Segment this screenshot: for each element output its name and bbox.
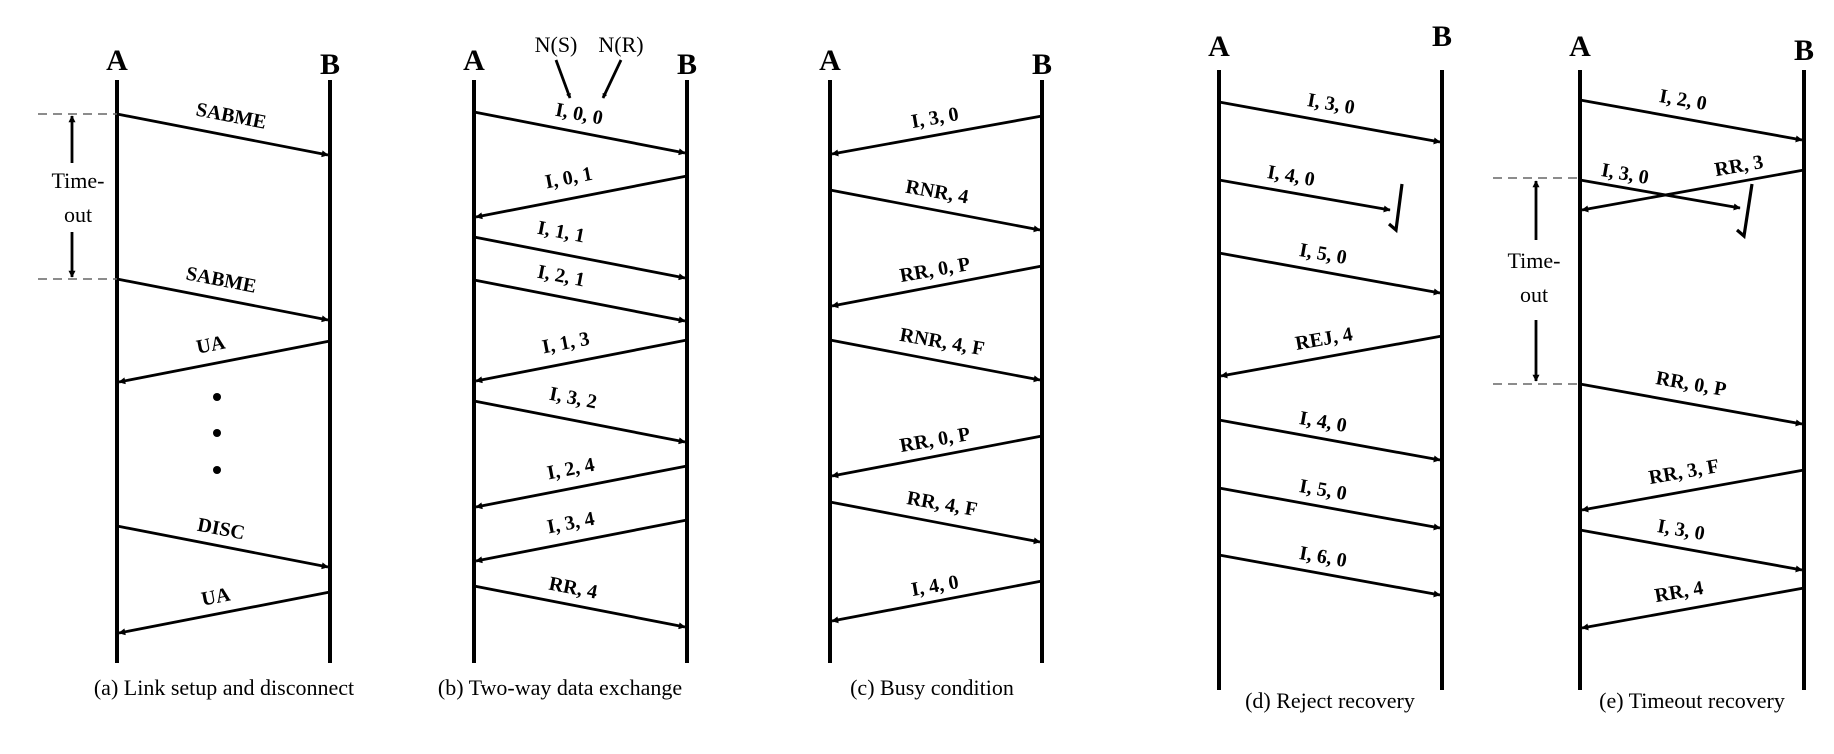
message-arrow (829, 500, 1041, 545)
message-label: DISC (196, 514, 247, 545)
message-arrow (475, 518, 688, 564)
message-arrow (829, 338, 1041, 383)
message-label: I, 5, 0 (1298, 475, 1349, 505)
message-label: I, 3, 0 (1306, 89, 1357, 119)
message-arrow (1218, 486, 1441, 531)
message-label: RR, 3 (1713, 151, 1765, 181)
message-label: I, 4, 0 (1298, 407, 1349, 437)
message-arrow (1579, 98, 1803, 143)
message-arrow (473, 278, 686, 324)
message-label: I, 1, 1 (536, 217, 587, 248)
message-label: UA (200, 583, 233, 610)
endpoint-b-label: B (320, 48, 340, 81)
message-arrow (1218, 553, 1441, 598)
message-arrow (829, 188, 1041, 233)
panel-caption: (c) Busy condition (850, 675, 1014, 700)
message-arrow (1218, 251, 1441, 296)
message-arrow (1579, 382, 1803, 427)
timeout-label-line1: Time- (52, 168, 105, 193)
endpoint-b-label: B (1032, 48, 1052, 81)
panel-b-two-way-exchange: A B N(S) N(R) I, 0, 0 I, 0, 1 I, 1, 1 I,… (438, 32, 697, 700)
message-arrow (473, 235, 686, 281)
message-arrow (475, 464, 688, 510)
lost-frame-mark (1735, 183, 1754, 240)
message-label: I, 0, 1 (543, 163, 594, 194)
message-arrow (116, 112, 329, 158)
panel-caption: (d) Reject recovery (1245, 688, 1415, 713)
message-label: RR, 4 (1653, 577, 1705, 607)
message-label: I, 6, 0 (1298, 542, 1349, 572)
panel-a-link-setup: A B Time- out SABME SABME UA DISC UA (a)… (38, 44, 354, 700)
message-arrow (831, 434, 1043, 479)
timeout-label-line2: out (1520, 282, 1548, 307)
panel-caption: (e) Timeout recovery (1599, 688, 1785, 713)
message-label: REJ, 4 (1294, 323, 1355, 355)
message-label: I, 2, 1 (536, 261, 587, 292)
endpoint-a-label: A (106, 44, 128, 77)
message-arrow (473, 399, 686, 445)
message-arrow (1581, 586, 1805, 631)
message-label: I, 3, 4 (545, 508, 596, 539)
message-arrow (1579, 178, 1741, 211)
panel-caption: (a) Link setup and disconnect (94, 675, 354, 700)
message-arrow (473, 584, 686, 630)
message-label: RR, 0, P (1654, 367, 1728, 401)
message-arrow (1579, 528, 1803, 573)
message-label: I, 5, 0 (1298, 239, 1349, 269)
ns-pointer-arrow (554, 59, 572, 99)
ellipsis-dot (213, 429, 221, 437)
endpoint-b-label: B (677, 48, 697, 81)
message-label: SABME (184, 263, 258, 298)
message-arrow (116, 277, 329, 323)
message-arrow (116, 524, 329, 570)
message-label: RR, 3, F (1647, 455, 1721, 489)
endpoint-b-label: B (1794, 34, 1814, 67)
message-arrow (1218, 178, 1391, 213)
endpoint-b-label: B (1432, 20, 1452, 53)
message-arrow (831, 579, 1043, 624)
message-label: I, 3, 0 (1656, 515, 1707, 545)
message-label: I, 1, 3 (540, 328, 591, 359)
endpoint-a-label: A (819, 44, 841, 77)
message-arrow (475, 338, 688, 384)
ellipsis-dot (213, 466, 221, 474)
panel-caption: (b) Two-way data exchange (438, 675, 682, 700)
message-label: RR, 4, F (905, 487, 979, 521)
message-label: I, 0, 0 (554, 99, 605, 130)
message-label: SABME (194, 99, 268, 134)
message-label: I, 3, 0 (910, 103, 961, 133)
message-arrow (475, 174, 688, 220)
ns-field-label: N(S) (535, 32, 578, 57)
timeout-label-line2: out (64, 202, 92, 227)
message-label: RNR, 4 (904, 176, 970, 209)
nr-field-label: N(R) (598, 32, 643, 57)
message-label: I, 2, 4 (545, 454, 596, 485)
message-arrow (1581, 168, 1805, 213)
panel-c-busy-condition: A B I, 3, 0 RNR, 4 RR, 0, P RNR, 4, F RR… (819, 44, 1052, 700)
message-arrow (118, 339, 331, 385)
message-label: I, 2, 0 (1658, 85, 1709, 115)
timeout-label-line1: Time- (1508, 248, 1561, 273)
lost-frame-mark (1387, 183, 1404, 234)
ellipsis-dot (213, 393, 221, 401)
message-label: UA (195, 331, 228, 358)
endpoint-a-label: A (1208, 30, 1230, 63)
message-label: I, 3, 2 (548, 383, 599, 414)
message-arrow (831, 264, 1043, 309)
message-arrow (831, 114, 1043, 157)
endpoint-a-label: A (1569, 30, 1591, 63)
message-arrow (473, 110, 686, 156)
panel-d-reject-recovery: A B I, 3, 0 I, 4, 0 I, 5, 0 REJ, 4 I, 4,… (1208, 20, 1452, 713)
message-arrow (118, 590, 331, 636)
message-label: I, 4, 0 (1266, 161, 1317, 191)
message-label: RR, 4 (547, 573, 599, 604)
endpoint-a-label: A (463, 44, 485, 77)
message-arrow (1218, 100, 1441, 145)
message-arrow (1581, 468, 1805, 513)
message-arrow (1220, 334, 1443, 379)
nr-pointer-arrow (601, 59, 623, 99)
panel-e-timeout-recovery: A B Time- out I, 2, 0 I, 3, 0 RR, 3 RR, … (1493, 30, 1814, 713)
message-arrow (1218, 418, 1441, 463)
